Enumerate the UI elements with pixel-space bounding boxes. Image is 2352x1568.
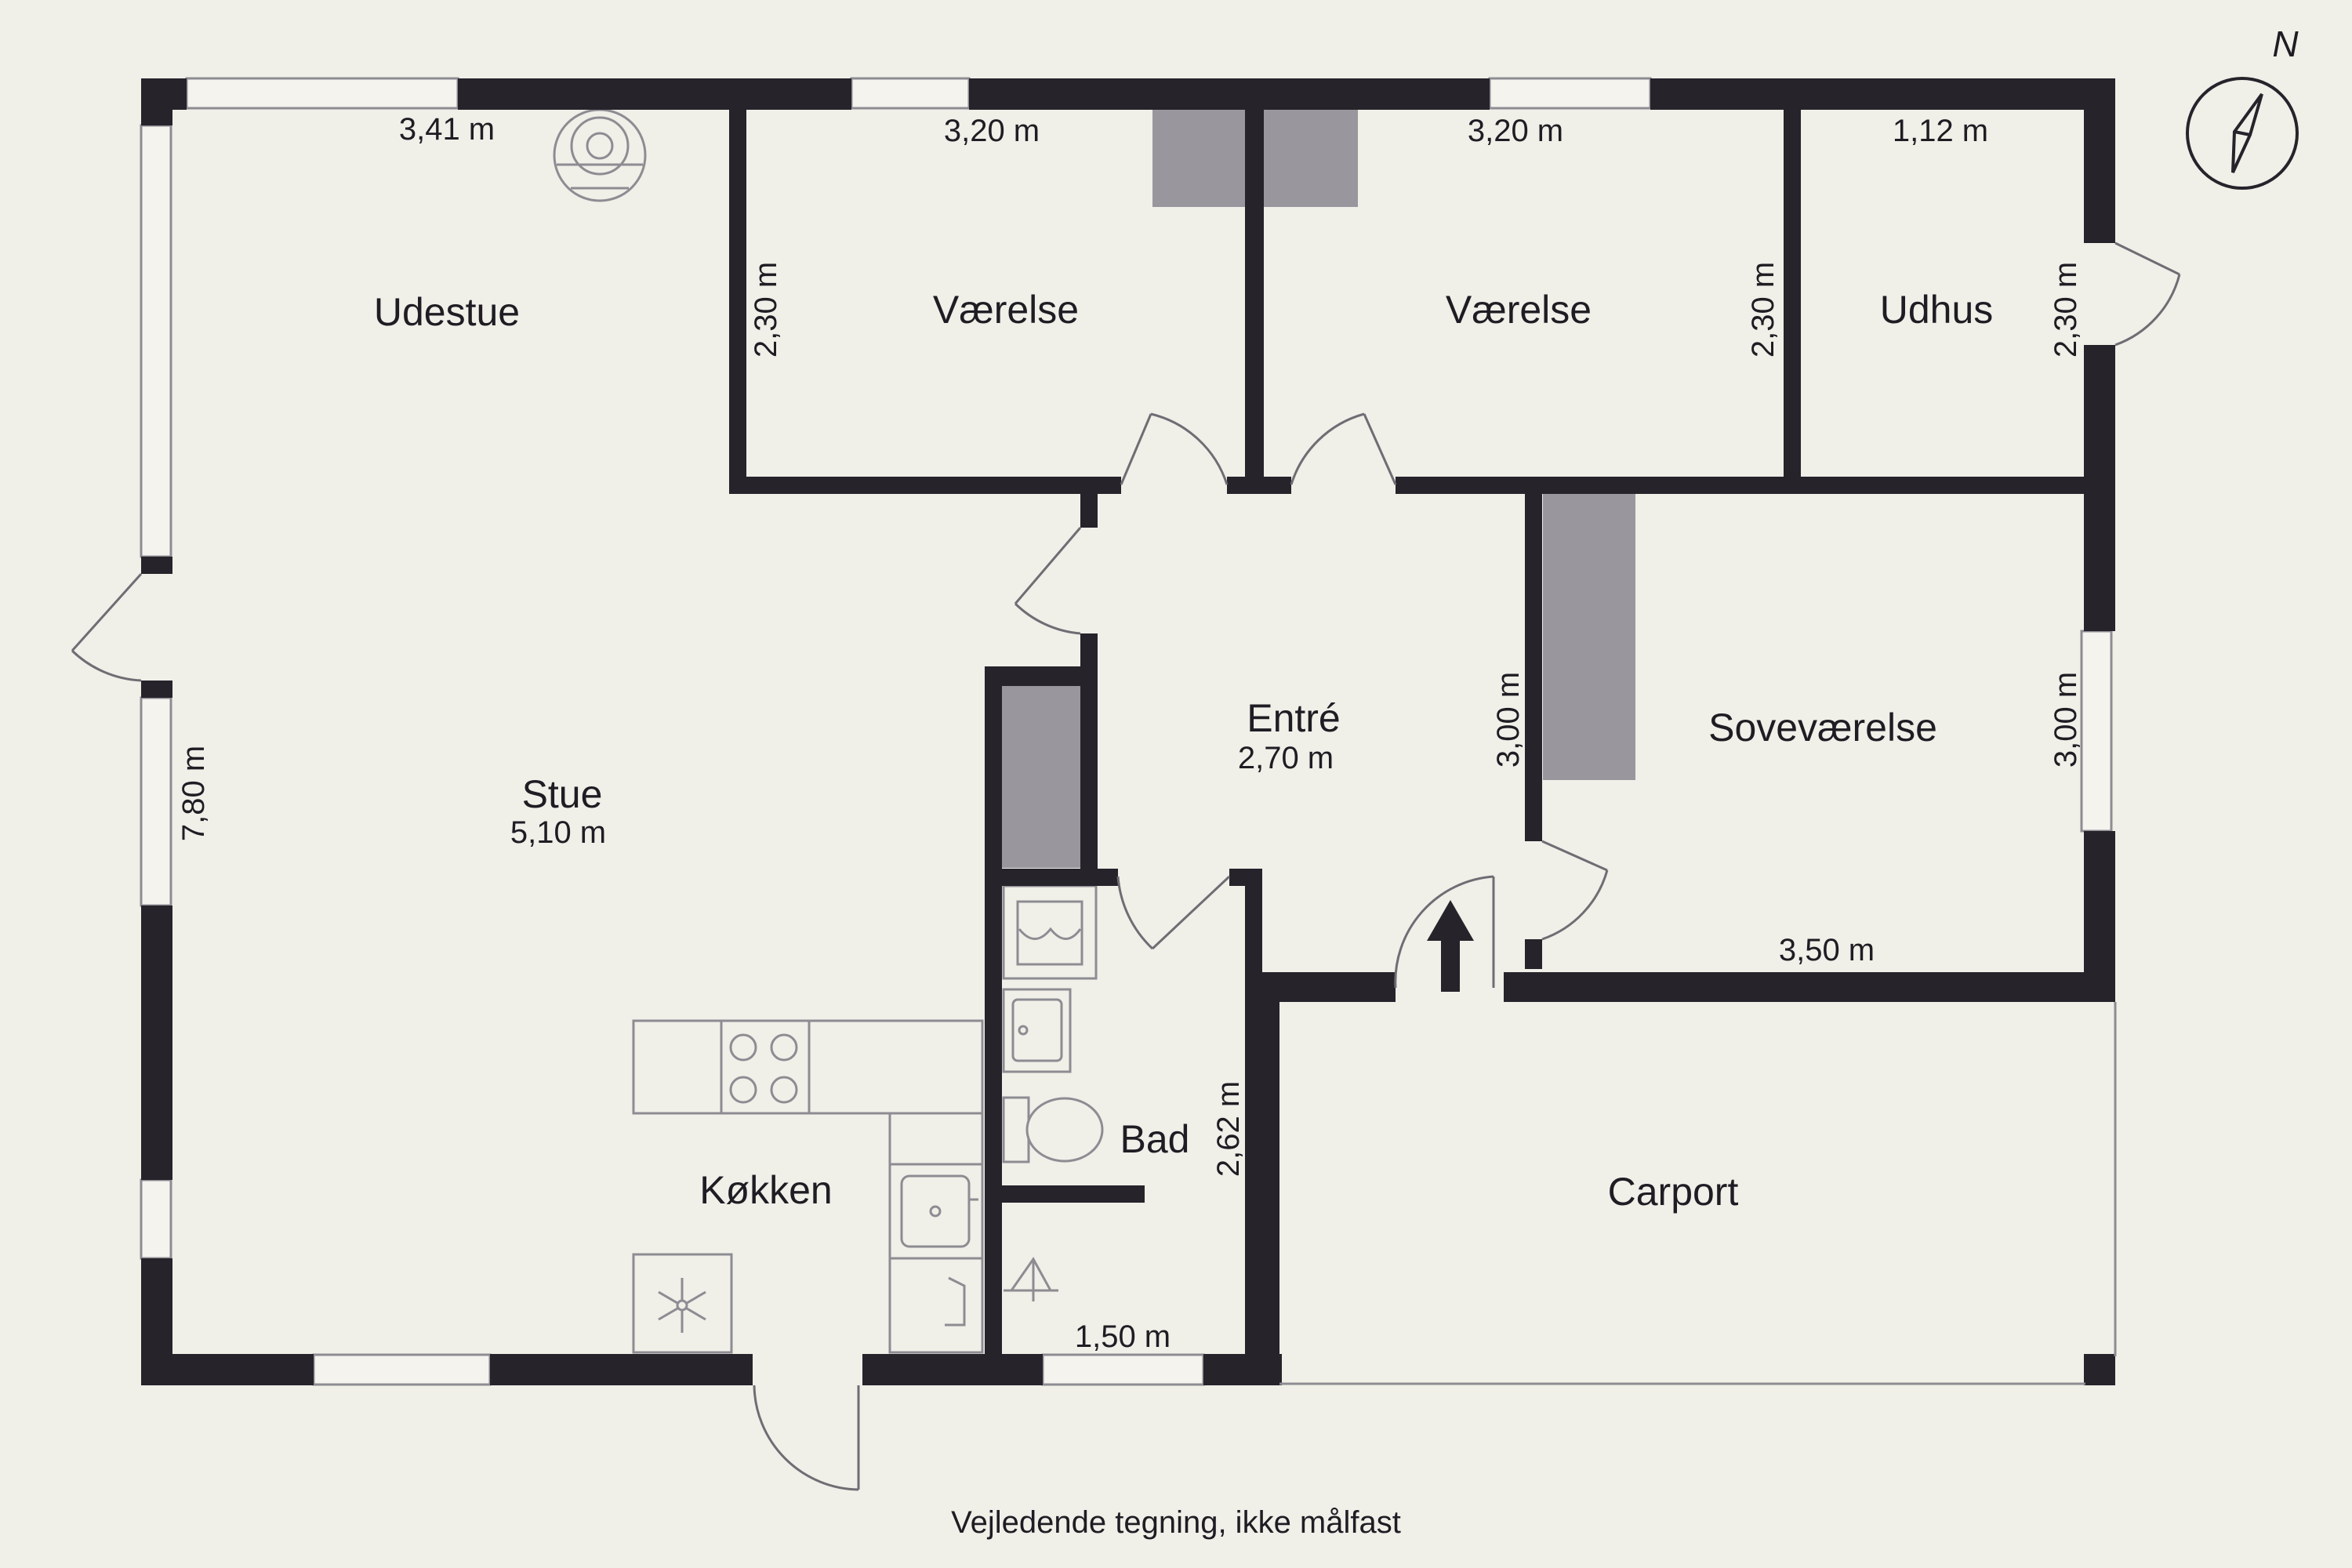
dim-stue-height: 7,80 m xyxy=(176,746,211,841)
dim-sovevaerelse-height: 3,00 m xyxy=(2049,672,2083,768)
doors xyxy=(71,241,2181,1491)
dim-vaerelse1-width: 3,20 m xyxy=(944,114,1040,148)
room-dim-stue: 5,10 m xyxy=(510,815,606,850)
room-label-kokken: Køkken xyxy=(699,1168,833,1212)
wall-bottom-2 xyxy=(490,1354,753,1385)
room-label-vaerelse-1: Værelse xyxy=(933,288,1079,332)
wall-vaerelse1-vaerelse2b xyxy=(1258,102,1264,494)
wall-bottom-3 xyxy=(862,1354,1043,1385)
room-dim-entre: 2,70 m xyxy=(1238,741,1334,775)
wall-right-1 xyxy=(2084,78,2115,243)
room-label-entre: Entré xyxy=(1247,696,1341,740)
wall-sove-bottom xyxy=(1504,972,2115,1002)
dim-vaerelse2-width: 3,20 m xyxy=(1468,114,1563,148)
wall-left-1 xyxy=(141,78,172,125)
wood-stove-icon xyxy=(553,108,647,202)
dim-udestue-width: 3,41 m xyxy=(399,112,495,147)
kitchen-sink-icon xyxy=(888,1163,984,1260)
window-vaerelse1-top xyxy=(850,77,971,110)
closet-vaerelse2 xyxy=(1264,110,1358,207)
dim-vaerelse2-height: 2,30 m xyxy=(1746,262,1780,358)
wall-top-3 xyxy=(969,78,1490,110)
wall-carport-corner xyxy=(2084,1354,2115,1385)
closet-vaerelse1 xyxy=(1152,110,1245,207)
room-labels: Udestue Værelse Værelse Udhus Entré 2,70… xyxy=(374,288,1993,1214)
window-udestue-left xyxy=(140,124,172,558)
toilet-icon xyxy=(1002,1096,1104,1163)
door-bad xyxy=(1116,875,1231,950)
wall-left-2 xyxy=(141,557,172,574)
wall-top-4 xyxy=(1650,78,2115,110)
window-stue-bottom xyxy=(312,1353,492,1386)
dim-udhus-width: 1,12 m xyxy=(1893,114,1988,148)
room-label-sovevaerelse: Soveværelse xyxy=(1708,706,1937,750)
window-bad-bottom xyxy=(1041,1353,1205,1386)
wall-bad-right xyxy=(1245,869,1262,1355)
wall-vaerelse1-vaerelse2a xyxy=(1245,102,1258,494)
dishwasher-icon xyxy=(888,1257,984,1354)
window-kokken-left xyxy=(140,1178,172,1260)
room-label-carport: Carport xyxy=(1608,1170,1739,1214)
wall-vaerelse2-udhus xyxy=(1784,102,1801,478)
door-udhus-exterior xyxy=(2114,241,2181,347)
room-label-vaerelse-2: Værelse xyxy=(1446,288,1592,332)
fixtures xyxy=(553,108,1104,1354)
wall-row-bottom-1 xyxy=(729,477,1121,494)
dim-sovevaerelse-width: 3,50 m xyxy=(1779,933,1875,967)
wall-carport-left xyxy=(1262,972,1279,1384)
fridge-snowflake-icon xyxy=(632,1253,733,1354)
dim-udhus-height: 2,30 m xyxy=(2049,262,2083,358)
door-kokken-exterior xyxy=(753,1385,860,1491)
door-vaerelse1 xyxy=(1120,412,1229,485)
door-entre-stue xyxy=(1014,527,1082,635)
wall-bad-top-1 xyxy=(985,869,1118,886)
bathroom-sink-icon xyxy=(1002,988,1072,1073)
wall-bad-inner xyxy=(1002,1185,1145,1203)
wall-entre-sove-1 xyxy=(1525,492,1542,841)
dim-bad-height: 2,62 m xyxy=(1211,1081,1246,1177)
window-stue-left xyxy=(140,696,172,907)
room-label-stue: Stue xyxy=(522,772,603,816)
wall-row-bottom-3 xyxy=(1396,477,2101,494)
cooktop-icon xyxy=(720,1019,811,1115)
wall-top-2 xyxy=(458,78,851,110)
wall-udestue-vaerelse xyxy=(729,102,746,494)
entrance-arrow-icon xyxy=(1427,900,1474,992)
room-label-udhus: Udhus xyxy=(1880,288,1994,332)
wall-entre-left-2 xyxy=(1080,633,1098,869)
dim-bad-width: 1,50 m xyxy=(1075,1319,1171,1354)
shower-icon xyxy=(1004,1257,1058,1301)
wall-bottom-1 xyxy=(141,1354,314,1385)
door-main-entrance xyxy=(1394,875,1495,989)
wall-left-3 xyxy=(141,681,172,698)
wall-entre-closet-top xyxy=(985,666,1098,686)
room-label-udestue: Udestue xyxy=(374,290,520,334)
window-udestue-top xyxy=(185,77,459,110)
wall-left-4 xyxy=(141,906,172,1180)
dim-entre-height: 3,00 m xyxy=(1491,672,1526,768)
window-sovevaerelse-right xyxy=(2080,630,2113,833)
wall-stue-bad xyxy=(985,666,1002,1356)
walls xyxy=(141,78,2115,1385)
washing-machine-icon xyxy=(1002,884,1098,980)
wall-entre-sove-2 xyxy=(1525,939,1542,969)
room-label-bad: Bad xyxy=(1120,1117,1190,1161)
wall-entre-left-1 xyxy=(1080,477,1098,528)
compass-icon: N xyxy=(2186,24,2299,190)
door-vaerelse2 xyxy=(1290,412,1397,485)
door-sovevaerelse xyxy=(1541,840,1609,941)
window-vaerelse2-top xyxy=(1488,77,1652,110)
footnote: Vejledende tegning, ikke målfast xyxy=(951,1505,1401,1540)
closet-sovevaerelse xyxy=(1543,494,1635,780)
carport-outline xyxy=(1279,1002,2117,1385)
dimension-labels: 3,41 m 3,20 m 3,20 m 1,12 m 3,50 m 1,50 … xyxy=(176,112,2083,1354)
wall-carport-top xyxy=(1262,972,1396,1002)
dim-vaerelse1-height: 2,30 m xyxy=(749,262,783,358)
compass-north-label: N xyxy=(2272,24,2299,64)
door-udestue-exterior xyxy=(71,572,143,682)
